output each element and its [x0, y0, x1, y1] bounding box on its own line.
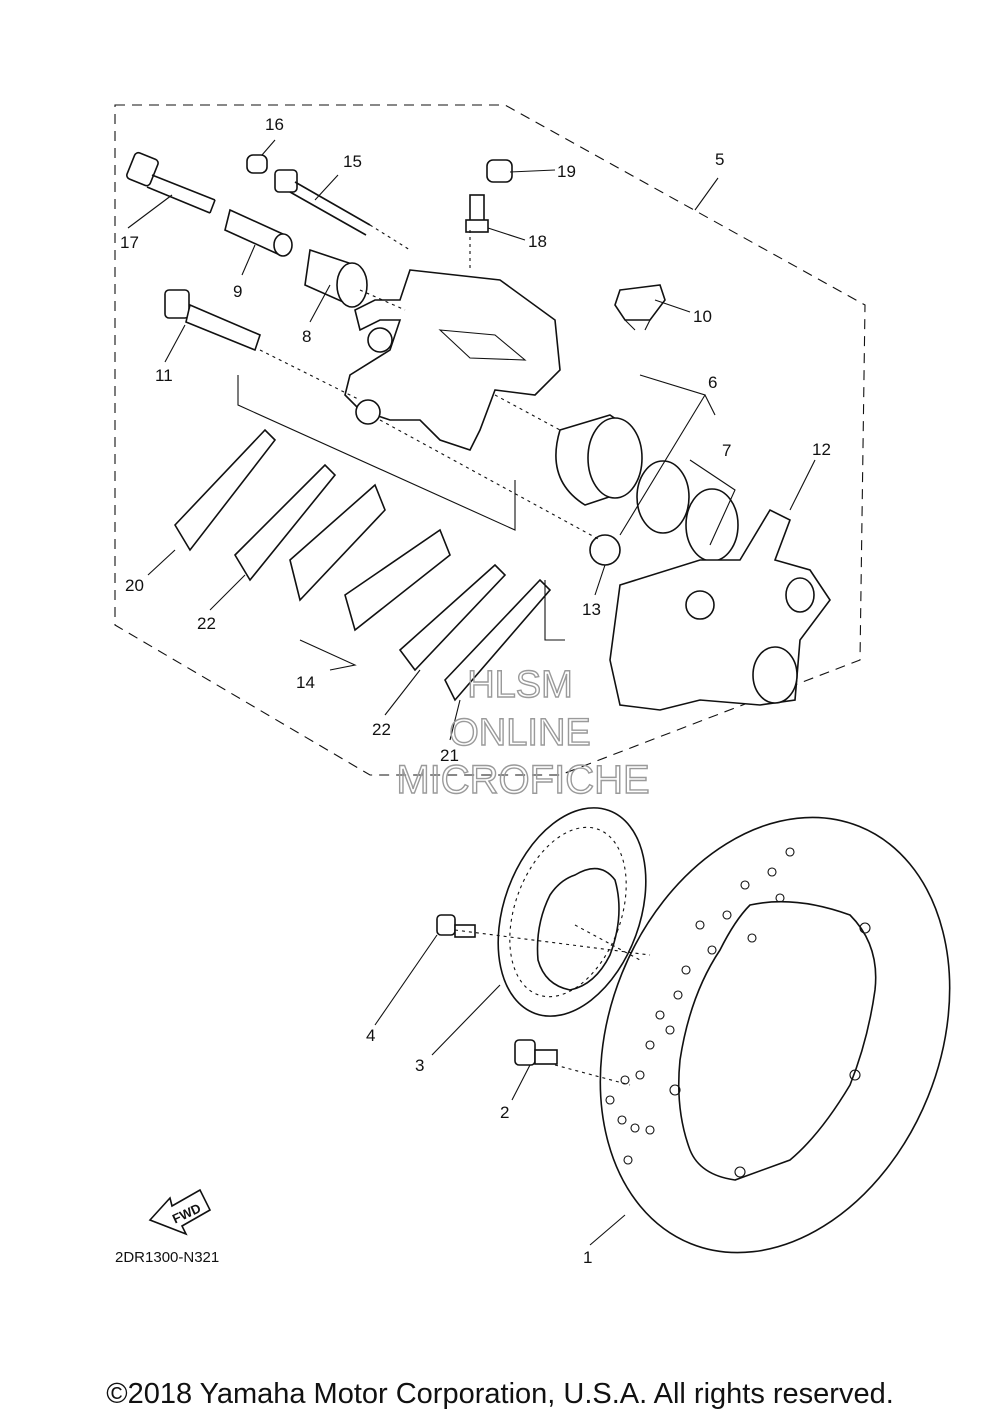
callout-8: 8 [302, 327, 311, 346]
callout-15: 15 [343, 152, 362, 171]
shim-21[interactable] [444, 578, 552, 702]
bleed-screw-18[interactable] [465, 194, 489, 233]
boot-8[interactable] [304, 248, 368, 308]
callout-19: 19 [557, 162, 576, 181]
callout-20: 20 [125, 576, 144, 595]
brake-disc[interactable] [538, 765, 1000, 1306]
callout-10: 10 [693, 307, 712, 326]
cap-16[interactable] [246, 154, 268, 174]
callout-labels: 1 2 3 4 5 6 7 8 9 10 11 12 13 14 15 16 1… [120, 115, 831, 1267]
callout-5: 5 [715, 150, 724, 169]
bolt-4[interactable] [436, 914, 476, 938]
callout-2: 2 [500, 1103, 509, 1122]
callout-9: 9 [233, 282, 242, 301]
svg-text:HLSM: HLSM [467, 664, 573, 706]
callout-12: 12 [812, 440, 831, 459]
callout-14: 14 [296, 673, 315, 692]
callout-11: 11 [155, 366, 173, 385]
callout-4: 4 [366, 1026, 375, 1045]
callout-6: 6 [708, 373, 717, 392]
callout-22a: 22 [197, 614, 216, 633]
piston-6[interactable] [555, 414, 643, 506]
callout-21: 21 [440, 746, 459, 765]
fwd-arrow-icon: FWD [148, 1188, 212, 1236]
svg-text:MICROFICHE: MICROFICHE [396, 758, 649, 802]
seal-7a[interactable] [636, 460, 690, 534]
caliper-body[interactable] [344, 269, 561, 451]
pin-15[interactable] [274, 169, 371, 236]
shim-22a[interactable] [233, 463, 337, 582]
callout-13: 13 [582, 600, 601, 619]
pad-spring-10[interactable] [614, 284, 666, 331]
diagram-code: 2DR1300-N321 [115, 1249, 219, 1266]
sleeve-13[interactable] [589, 534, 621, 566]
callout-1: 1 [583, 1248, 592, 1267]
bleed-cap-19[interactable] [486, 159, 513, 183]
callout-3: 3 [415, 1056, 424, 1075]
bolt-17[interactable] [126, 151, 216, 214]
sensor-rotor[interactable] [471, 787, 673, 1036]
svg-text:ONLINE: ONLINE [449, 712, 590, 754]
bolt-11[interactable] [164, 289, 261, 352]
bolt-2[interactable] [514, 1039, 558, 1066]
pad-group-bracket-2 [544, 580, 565, 641]
copyright-notice: ©2018 Yamaha Motor Corporation, U.S.A. A… [106, 1378, 894, 1410]
callout-16: 16 [265, 115, 284, 134]
pad-set-14[interactable] [289, 483, 451, 632]
callout-18: 18 [528, 232, 547, 251]
callout-7: 7 [722, 441, 731, 460]
watermark: HLSM ONLINE MICROFICHE [396, 663, 651, 802]
shim-22b[interactable] [398, 563, 507, 672]
callout-17: 17 [120, 233, 139, 252]
shim-20[interactable] [174, 428, 277, 552]
sleeve-9[interactable] [224, 208, 293, 257]
caliper-bracket-12[interactable] [609, 508, 831, 711]
assembly-lines [259, 224, 651, 1086]
pad-group-bracket [237, 375, 516, 531]
leader-lines [127, 139, 816, 1246]
callout-22b: 22 [372, 720, 391, 739]
caliper-assembly-boundary [114, 104, 866, 776]
